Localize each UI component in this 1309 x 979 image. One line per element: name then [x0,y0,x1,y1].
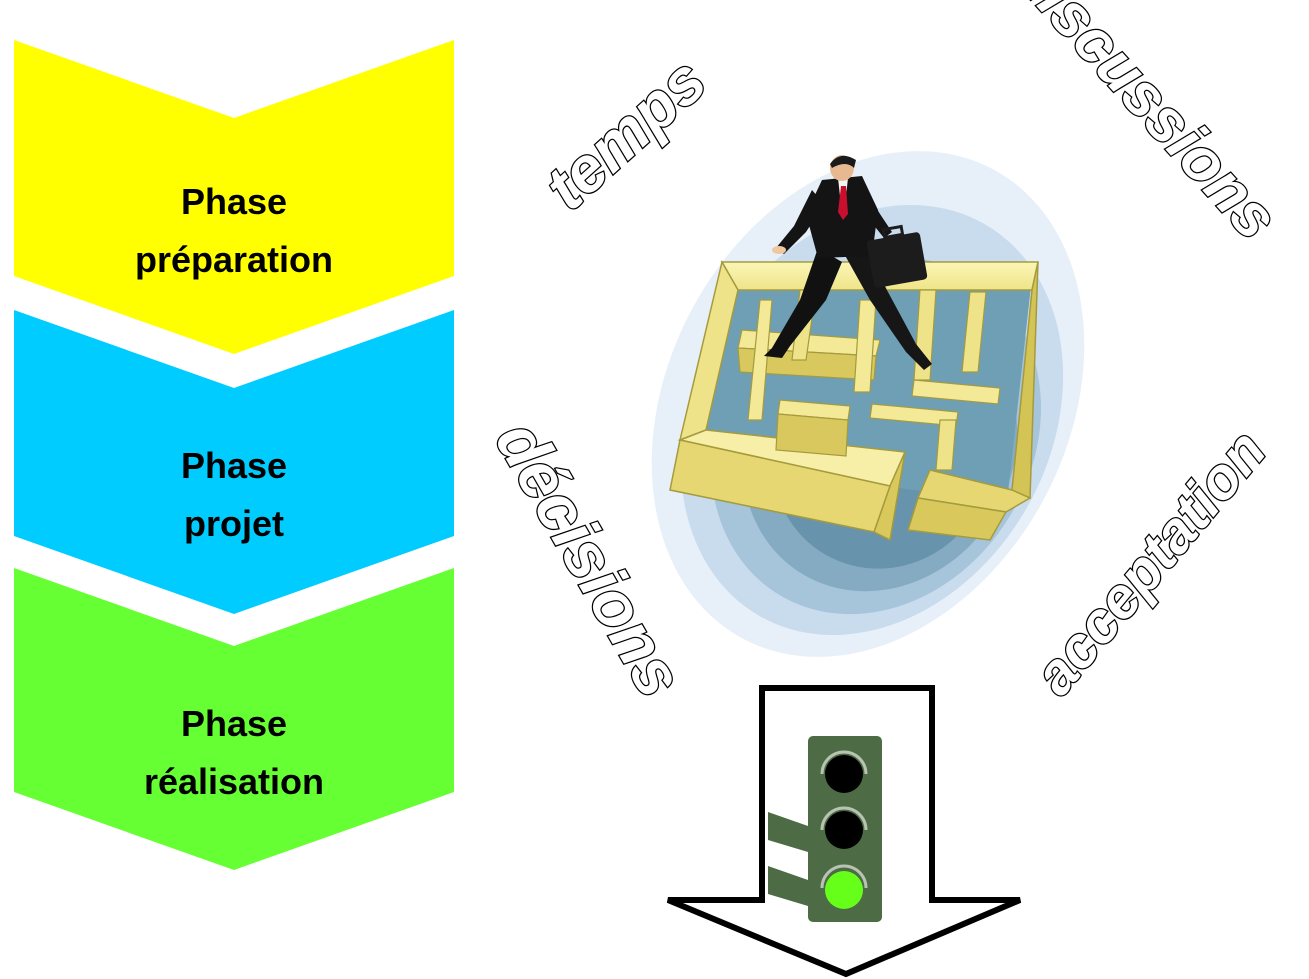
traffic-light-middle-lamp [825,811,863,849]
phase-chevron-projet [14,310,454,614]
phase-chevron-realisation [14,568,454,870]
word-temps: temps [531,44,719,224]
phase-preparation-line2: préparation [134,239,334,280]
phase-label-preparation: Phase préparation [14,173,454,289]
phase-realisation-line2: réalisation [143,761,325,802]
phase-preparation-line1: Phase [180,181,288,222]
phase-chevron-preparation [14,40,454,354]
traffic-light [768,736,882,922]
businessman-figure [764,155,932,370]
phase-realisation-line1: Phase [180,703,288,744]
traffic-light-green-lamp [825,871,863,909]
phase-projet-line1: Phase [180,445,288,486]
traffic-light-top-lamp [825,755,863,793]
phase-projet-line2: projet [183,503,284,544]
phase-label-projet: Phase projet [14,437,454,553]
businessman-maze-illustration [651,151,1085,657]
phase-label-realisation: Phase réalisation [14,695,454,811]
